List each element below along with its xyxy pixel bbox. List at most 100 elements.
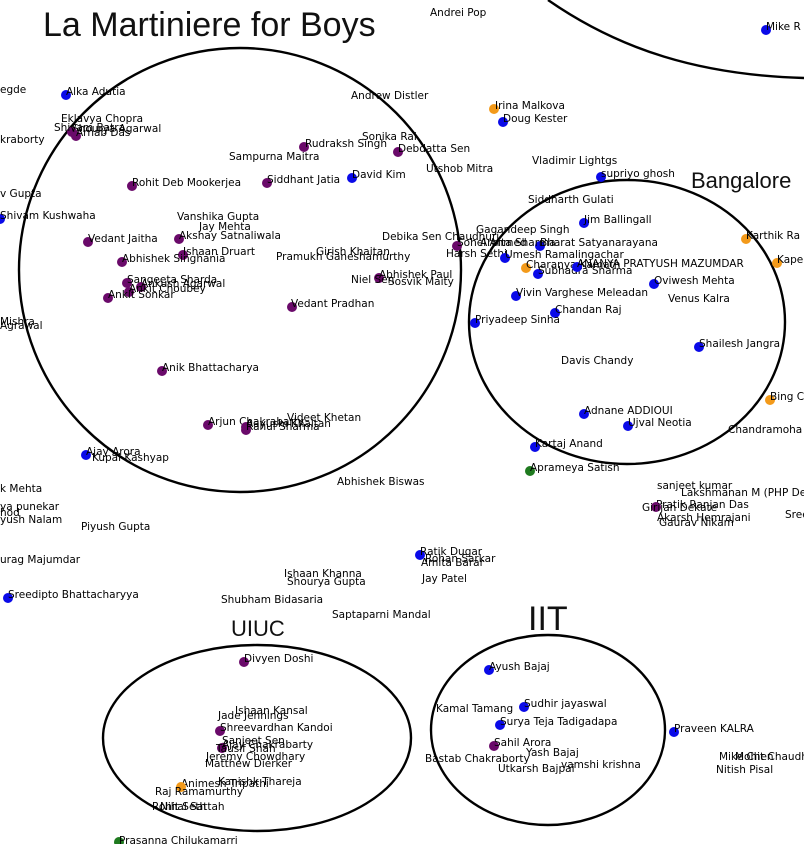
person-node-sreedipto-bhattacharyya[interactable]: Sreedipto Bhattacharyya (3, 589, 139, 603)
person-dot[interactable] (741, 234, 751, 244)
person-node-prasanna-chilukamarri[interactable]: Prasanna Chilukamarri (114, 835, 238, 844)
person-dot[interactable] (83, 237, 93, 247)
person-node-mishra[interactable]: Mishra (0, 316, 35, 328)
person-node-abhishek-singhania[interactable]: Abhishek Singhania (117, 253, 225, 267)
person-node-ishaan-khanna[interactable]: Ishaan Khanna (284, 568, 362, 580)
person-node-nitish-pisal[interactable]: Nitish Pisal (716, 764, 773, 776)
person-node-rudraksh-singh[interactable]: Rudraksh Singh (299, 138, 387, 152)
person-node-arjun-chakrabarty[interactable]: Arjun Chakrabarty (203, 416, 304, 430)
person-node-utkarsh-bajpai[interactable]: Utkarsh Bajpai (498, 763, 574, 775)
person-node-gaurav-nikam[interactable]: Gaurav Nikam (659, 517, 734, 529)
person-node-eklavya-chopra[interactable]: Eklavya Chopra (61, 113, 143, 125)
person-dot[interactable] (287, 302, 297, 312)
person-node-debika-sen-chaudhuri[interactable]: Debika Sen Chaudhuri (382, 231, 499, 243)
person-dot[interactable] (347, 173, 357, 183)
person-node-vedant-pradhan[interactable]: Vedant Pradhan (287, 298, 374, 312)
person-dot[interactable] (176, 782, 186, 792)
person-node-sahil-arora[interactable]: Sahil Arora (489, 737, 551, 751)
person-node-ankit-sonkar[interactable]: Ankit Sonkar (103, 289, 175, 303)
person-node-shreevardhan-kandoi[interactable]: Shreevardhan Kandoi (215, 722, 333, 736)
person-dot[interactable] (649, 279, 659, 289)
person-dot[interactable] (239, 657, 249, 667)
person-node-jay-patel[interactable]: Jay Patel (421, 573, 467, 585)
person-dot[interactable] (0, 214, 5, 224)
person-dot[interactable] (114, 837, 124, 844)
person-node-mike-r[interactable]: Mike R (761, 21, 801, 35)
person-node-siddharth-gulati[interactable]: Siddharth Gulati (528, 194, 614, 206)
person-node-shivam-kushwaha[interactable]: Shivam Kushwaha (0, 210, 96, 224)
person-dot[interactable] (217, 743, 227, 753)
person-node-ishaan-druart[interactable]: Ishaan Druart (178, 246, 255, 260)
person-node-mohit-chaudhary[interactable]: Mohit Chaudhary (735, 751, 804, 763)
person-node-jim-ballingall[interactable]: Jim Ballingall (579, 214, 652, 228)
person-node-sanjeet-sen[interactable]: Sanjeet Sen (222, 735, 285, 747)
person-dot[interactable] (241, 425, 251, 435)
person-dot[interactable] (495, 720, 505, 730)
person-node-pramukh-ganeshamurthy[interactable]: Pramukh Ganeshamurthy (276, 251, 410, 263)
person-node-sonika-rai[interactable]: Sonika Rai (362, 131, 417, 143)
person-node-sudhir-jayaswal[interactable]: Sudhir jayaswal (519, 698, 607, 712)
person-node-ankush-agarwal[interactable]: Ankush Agarwal (136, 278, 225, 292)
person-node-vedant-jaitha[interactable]: Vedant Jaitha (83, 233, 158, 247)
person-dot[interactable] (694, 342, 704, 352)
person-node-akshay-satnaliwala[interactable]: Akshay Satnaliwala (174, 230, 281, 244)
person-dot[interactable] (374, 273, 384, 283)
person-dot[interactable] (470, 318, 480, 328)
person-node-divyen-doshi[interactable]: Divyen Doshi (239, 653, 313, 667)
person-dot[interactable] (535, 241, 545, 251)
person-dot[interactable] (81, 450, 91, 460)
person-dot[interactable] (579, 218, 589, 228)
person-node-animesh-tripathi[interactable]: Animesh Tripathi (181, 778, 269, 790)
person-dot[interactable] (772, 258, 782, 268)
person-dot[interactable] (3, 593, 13, 603)
person-node-ananya-pratyush-mazumdar[interactable]: ANANYA PRATYUSH MAZUMDAR (572, 258, 744, 272)
person-node-v-gupta[interactable]: v Gupta (0, 188, 42, 200)
person-dot[interactable] (498, 117, 508, 127)
person-node-mike-chen[interactable]: Mike Chen (719, 751, 774, 763)
person-node-vamshi-krishna[interactable]: vamshi krishna (561, 759, 641, 771)
person-node-venus-kalra[interactable]: Venus Kalra (668, 293, 730, 305)
person-node-hod[interactable]: hod (0, 507, 20, 519)
person-node-amita-barar[interactable]: Amita Barar (421, 557, 485, 569)
person-node-sangeeta-sharda[interactable]: Sangeeta Sharda (122, 274, 217, 288)
person-node-k-mehta[interactable]: k Mehta (0, 483, 42, 495)
person-node-alka-adutia[interactable]: Alka Adutia (61, 86, 126, 100)
person-dot[interactable] (525, 466, 535, 476)
person-dot[interactable] (550, 308, 560, 318)
person-dot[interactable] (511, 291, 521, 301)
person-dot[interactable] (651, 502, 661, 512)
person-node-andrei-pop[interactable]: Andrei Pop (430, 7, 487, 19)
person-node-bastab-chakraborty[interactable]: Bastab Chakraborty (425, 753, 530, 765)
person-node-egde[interactable]: egde (0, 84, 26, 96)
person-node-kartaj-anand[interactable]: Kartaj Anand (530, 438, 603, 452)
person-node-urag-majumdar[interactable]: urag Majumdar (0, 554, 81, 566)
person-dot[interactable] (174, 234, 184, 244)
person-node-ayush-bajaj[interactable]: Ayush Bajaj (484, 661, 550, 675)
person-node-praveen-kalra[interactable]: Praveen KALRA (669, 723, 755, 737)
person-node-sree[interactable]: Sree (785, 509, 804, 521)
person-node-akarsh-hemrajani[interactable]: Akarsh Hemrajani (657, 512, 751, 524)
person-dot[interactable] (299, 142, 309, 152)
person-node-vivin-varghese-meleadan[interactable]: Vivin Varghese Meleadan (511, 287, 648, 301)
person-node-umesh-ramalingachar[interactable]: Umesh Ramalingachar (500, 249, 624, 263)
person-dot[interactable] (521, 263, 531, 273)
person-dot[interactable] (519, 702, 529, 712)
person-dot[interactable] (623, 421, 633, 431)
person-node-andrew-distler[interactable]: Andrew Distler (351, 90, 429, 102)
person-node-sohel-ahmed[interactable]: Sohel Ahmed (452, 237, 527, 251)
person-dot[interactable] (761, 25, 771, 35)
person-node-rohit-deb-mookerjea[interactable]: Rohit Deb Mookerjea (127, 177, 241, 191)
person-node-supriyo-ghosh[interactable]: supriyo ghosh (596, 168, 675, 182)
person-node-jade-jennings[interactable]: Jade Jennings (217, 710, 289, 722)
person-node-sampurna-maitra[interactable]: Sampurna Maitra (229, 151, 320, 163)
person-node-utshob-mitra[interactable]: Utshob Mitra (426, 163, 493, 175)
person-node-gagandeep-singh[interactable]: Gagandeep Singh (476, 224, 569, 236)
person-dot[interactable] (533, 269, 543, 279)
person-dot[interactable] (596, 172, 606, 182)
person-dot[interactable] (124, 287, 134, 297)
person-node-girijan-dekate[interactable]: Girijan Dekate (642, 502, 717, 514)
person-node-siddhant-jatia[interactable]: Siddhant Jatia (262, 174, 340, 188)
person-node-kanishk-thareja[interactable]: Kanishk Thareja (218, 776, 302, 788)
person-node-abhishek-biswas[interactable]: Abhishek Biswas (337, 476, 425, 488)
person-dot[interactable] (262, 178, 272, 188)
